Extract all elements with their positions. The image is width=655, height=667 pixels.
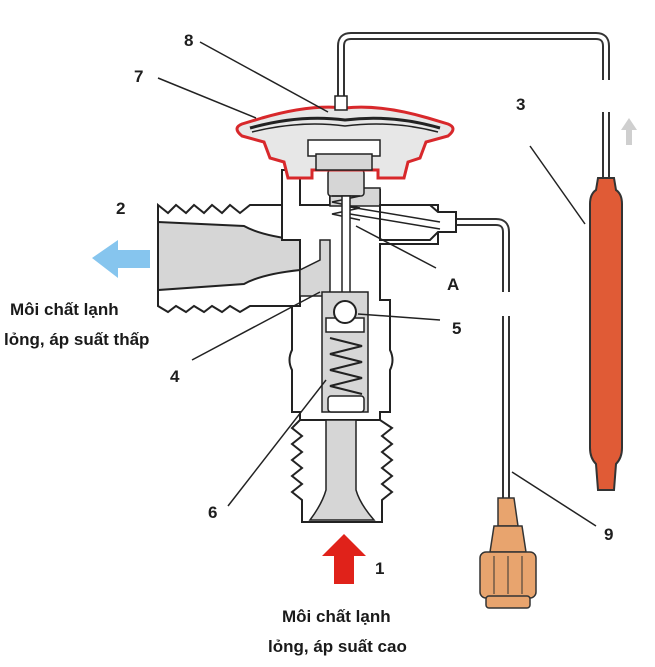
label-4: 4 <box>170 367 180 386</box>
inlet-port <box>290 419 394 523</box>
label-1: 1 <box>375 559 384 578</box>
valve-seat-chamber <box>321 291 369 413</box>
label-9: 9 <box>604 525 613 544</box>
outlet-port <box>157 202 301 314</box>
label-7: 7 <box>134 67 143 86</box>
label-6: 6 <box>208 503 217 522</box>
flare-nut <box>479 497 537 609</box>
valve-ball <box>333 300 357 324</box>
outlet-caption-line2: lỏng, áp suất thấp <box>4 330 149 349</box>
inlet-caption-line1: Môi chất lạnh <box>282 607 391 626</box>
capillary-tube-to-bulb <box>337 32 610 100</box>
label-5: 5 <box>452 319 461 338</box>
outlet-flow-arrow <box>92 240 150 278</box>
up-arrow-icon <box>621 118 637 145</box>
label-8: 8 <box>184 31 193 50</box>
outlet-caption-line1: Môi chất lạnh <box>10 300 119 319</box>
spring <box>329 337 363 395</box>
diaphragm-housing <box>235 95 455 180</box>
equalizer-line <box>456 218 510 292</box>
valve-body <box>281 169 457 421</box>
sensing-bulb <box>589 177 623 491</box>
leader-lines <box>157 41 597 527</box>
label-3: 3 <box>516 95 525 114</box>
label-2: 2 <box>116 199 125 218</box>
push-rod <box>327 169 365 295</box>
inlet-caption-line2: lỏng, áp suất cao <box>268 637 407 656</box>
inlet-flow-arrow <box>322 534 366 584</box>
label-A: A <box>447 275 459 294</box>
